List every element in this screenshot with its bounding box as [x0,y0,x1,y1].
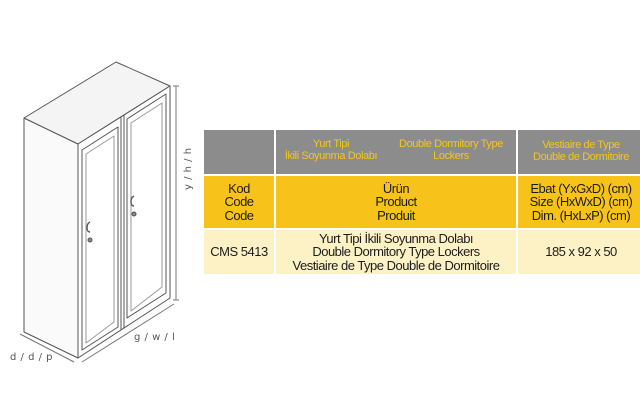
table-label-row: Kod Code Code Ürün Product Produit Ebat … [204,176,640,228]
label-cell-product: Ürün Product Produit [276,176,516,228]
table-row: CMS 5413 Yurt Tipi İkili Soyunma Dolabı … [204,230,640,274]
product-code: CMS 5413 [204,230,274,274]
locker-right-door [126,93,167,319]
locker-left-door [81,126,119,351]
header-name-tr: Yurt Tipi İkili Soyunma Dolabı [284,138,378,162]
locker-drawing [19,61,179,363]
label-cell-dims: Ebat (YxGxD) (cm) Size (HxWxD) (cm) Dim.… [518,176,640,228]
locker-left-handle [86,221,91,233]
table-header-row: Yurt Tipi İkili Soyunma Dolabı Double Do… [204,130,640,174]
header-cell-dims: Vestiaire de Type Double de Dormitoire [518,130,640,174]
locker-right-lock [131,211,137,217]
width-label: g / w / l [134,332,176,343]
depth-dimension-line [19,333,75,363]
label-cell-code: Kod Code Code [204,176,274,228]
locker-left-lock [87,237,93,243]
depth-label: d / d / p [10,352,53,363]
product-name: Yurt Tipi İkili Soyunma Dolabı Double Do… [276,230,516,274]
header-cell-product: Yurt Tipi İkili Soyunma Dolabı Double Do… [276,130,516,174]
product-spec-table: Yurt Tipi İkili Soyunma Dolabı Double Do… [202,128,640,276]
height-label: y / h / h [183,147,194,190]
header-cell-code [204,130,274,174]
product-dimensions: 185 x 92 x 50 [518,230,640,274]
header-name-en: Double Dormitory Type Lockers [399,138,503,162]
locker-side-panel [23,117,79,359]
width-dimension-line [81,303,175,363]
locker-right-handle [130,195,135,207]
